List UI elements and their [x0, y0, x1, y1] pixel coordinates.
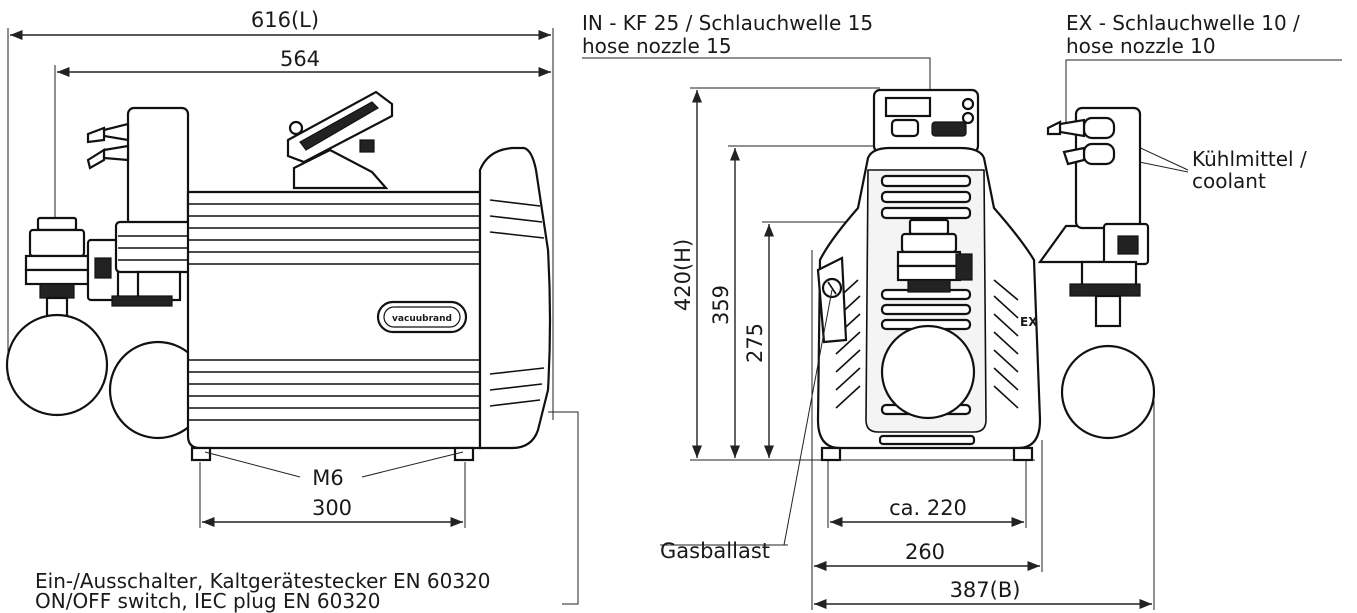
- switch-label-de: Ein-/Ausschalter, Kaltgerätestecker EN 6…: [35, 569, 491, 593]
- exhaust-callout: EX - Schlauchwelle 10 / hose nozzle 10: [1065, 11, 1342, 124]
- front-side-slots: [835, 279, 1019, 409]
- side-left-flask: [5, 216, 109, 417]
- coolant-nozzles-front: [1046, 116, 1116, 166]
- side-condenser: [86, 106, 208, 440]
- exhaust-label-de: EX - Schlauchwelle 10 /: [1066, 11, 1300, 35]
- dim-width-body: 260: [811, 250, 1043, 610]
- coolant-label-en: coolant: [1192, 169, 1266, 193]
- brand-badge: vacuubrand: [376, 300, 468, 334]
- feet-spacing-value: 300: [312, 496, 352, 520]
- coolant-callout: Kühlmittel / coolant: [1099, 131, 1307, 193]
- coolant-label-de: Kühlmittel /: [1192, 147, 1307, 171]
- body-length-value: 564: [280, 47, 320, 71]
- height-mid-value: 359: [709, 285, 733, 325]
- dim-body-length: 564: [54, 47, 551, 220]
- front-slots: [878, 174, 976, 446]
- dim-width-feet: ca. 220: [827, 460, 1027, 528]
- switch-callout: Ein-/Ausschalter, Kaltgerätestecker EN 6…: [35, 411, 579, 613]
- dim-height-low: 275: [690, 221, 1035, 461]
- coolant-nozzles-side: [86, 122, 130, 170]
- side-foot-left: [190, 446, 212, 462]
- inlet-label-en: hose nozzle 15: [582, 34, 732, 58]
- front-controller: [872, 88, 980, 154]
- dim-width-overall: 387(B): [814, 400, 1155, 610]
- dim-height-overall: 420(H): [671, 87, 880, 458]
- side-controller: [286, 90, 394, 190]
- overall-length-value: 616(L): [251, 8, 319, 32]
- height-low-value: 275: [743, 323, 767, 363]
- width-feet-value: ca. 220: [889, 496, 967, 520]
- ex-mark: EX: [1020, 315, 1038, 329]
- front-pump-housing: EX: [816, 146, 1042, 462]
- side-pump-housing: vacuubrand: [186, 146, 552, 462]
- gas-ballast-callout: Gasballast: [660, 289, 833, 563]
- dim-height-mid: 359: [709, 145, 880, 458]
- brand-badge-text: vacuubrand: [392, 314, 452, 324]
- width-overall-value: 387(B): [950, 578, 1021, 602]
- front-condenser: [1037, 106, 1156, 440]
- inlet-callout: IN - KF 25 / Schlauchwelle 15 hose nozzl…: [582, 11, 931, 226]
- gas-ballast-knob: [816, 256, 848, 344]
- height-overall-value: 420(H): [671, 239, 695, 311]
- switch-label-en: ON/OFF switch, IEC plug EN 60320: [35, 589, 381, 613]
- width-body-value: 260: [905, 540, 945, 564]
- front-foot-right: [1012, 446, 1034, 462]
- inlet-label-de: IN - KF 25 / Schlauchwelle 15: [582, 11, 873, 35]
- gas-ballast-label: Gasballast: [660, 539, 770, 563]
- front-foot-left: [820, 446, 842, 462]
- side-foot-right: [453, 446, 475, 462]
- front-view: IN - KF 25 / Schlauchwelle 15 hose nozzl…: [582, 11, 1342, 610]
- front-inlet-stack: [880, 218, 976, 420]
- dim-feet-spacing: 300: [199, 462, 466, 528]
- side-view: 616(L) 564: [5, 8, 579, 613]
- dim-overall-length: 616(L): [7, 8, 554, 420]
- housing-ribs: [188, 199, 545, 421]
- exhaust-label-en: hose nozzle 10: [1066, 34, 1216, 58]
- m6-callout: M6: [204, 451, 464, 490]
- feet-thread-label: M6: [312, 466, 343, 490]
